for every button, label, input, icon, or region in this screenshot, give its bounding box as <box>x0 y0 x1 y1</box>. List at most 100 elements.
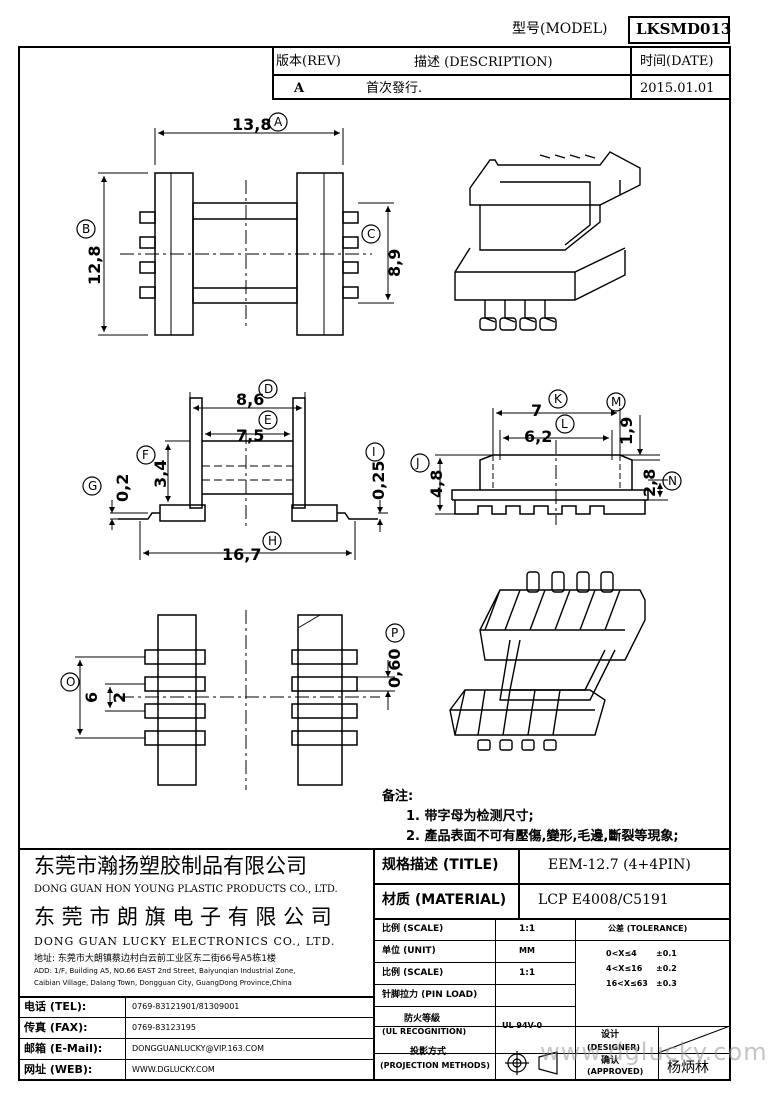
dimension-letter-circles <box>60 112 682 692</box>
isometric-view-bottom <box>449 571 646 751</box>
projection-label-1: 投影方式 <box>410 1047 447 1057</box>
desc-value: 首次發行. <box>366 81 423 96</box>
dim-B-letter: B <box>82 222 90 236</box>
contact-tel-label: 电话 (TEL): <box>24 1000 87 1013</box>
dim-D-value: 8,6 <box>236 390 264 409</box>
dim-F-value: 3,4 <box>151 460 170 488</box>
designer-cell-slash <box>657 1025 731 1054</box>
isometric-view-top <box>454 151 641 331</box>
company-cn-2: 东 莞 市 朗 旗 电 子 有 限 公 司 <box>34 905 332 929</box>
dim-C-value: 8,9 <box>385 249 404 277</box>
dim-N-letter: N <box>668 474 677 488</box>
contact-fax-value: 0769-83123195 <box>132 1023 196 1032</box>
tolerance-label: 公差 (TOLERANCE) <box>608 924 688 933</box>
dim-A-value: 13,8 <box>232 115 271 134</box>
designer-label-1: 设计 <box>601 1030 620 1040</box>
dim-G-letter: G <box>88 479 97 493</box>
title-label: 规格描述 (TITLE) <box>382 857 499 873</box>
company-cn-1: 东莞市瀚扬塑胶制品有限公司 <box>34 854 307 878</box>
approver-name: 杨炳林 <box>667 1060 709 1076</box>
scale2-value: 1:1 <box>519 968 536 978</box>
dim-F-letter: F <box>142 448 149 462</box>
title-block <box>18 848 731 1081</box>
contact-email-value: DONGGUANLUCKY@VIP.163.COM <box>132 1044 265 1053</box>
side-view <box>435 408 668 525</box>
dim-P-value: 0,60 <box>385 649 404 688</box>
model-label: 型号(MODEL) <box>512 21 608 37</box>
dim-O-letter: O <box>66 675 75 689</box>
dim-H-letter: H <box>268 534 277 548</box>
model-value: LKSMD013 <box>636 20 732 38</box>
dim-J-letter: J <box>415 456 420 470</box>
pin-load-label: 针脚拉力 (PIN LOAD) <box>382 990 478 1000</box>
top-view <box>98 128 394 336</box>
dim-L-value: 6,2 <box>524 427 552 446</box>
company-address-en-1: ADD: 1/F, Building A5, NO.66 EAST 2nd St… <box>34 967 296 975</box>
unit-value: MM <box>519 946 535 955</box>
bottom-view <box>75 610 395 790</box>
contact-email-label: 邮箱 (E-Mail): <box>24 1042 103 1055</box>
dim-O-value: 6 <box>82 692 101 703</box>
approved-label-2: (APPROVED) <box>587 1067 644 1076</box>
dim-D-letter: D <box>264 382 273 396</box>
contact-web-label: 网址 (WEB): <box>24 1063 93 1076</box>
model-box <box>628 16 730 44</box>
company-address-en-2: Caibian Village, Dalang Town, Dongguan C… <box>34 979 292 987</box>
fire-label-2: (UL RECOGNITION) <box>382 1027 467 1036</box>
dim-L-letter: L <box>561 417 568 431</box>
dim-K-value: 7 <box>531 401 542 420</box>
notes-line-1: 1. 带字母为检测尺寸; <box>406 809 534 824</box>
dim-pitch-value: 2 <box>110 692 129 703</box>
dim-I-letter: I <box>372 445 376 459</box>
dim-J-value: 4,8 <box>427 470 446 498</box>
title-value: EEM-12.7 (4+4PIN) <box>548 857 691 873</box>
unit-label: 单位 (UNIT) <box>382 946 436 956</box>
dim-E-letter: E <box>264 413 272 427</box>
approved-label-1: 确认 <box>601 1056 620 1066</box>
tol-value-1: ±0.1 <box>656 949 677 958</box>
company-en-1: DONG GUAN HON YOUNG PLASTIC PRODUCTS CO.… <box>34 884 338 895</box>
dim-N-value: 2,8 <box>640 469 659 497</box>
revision-table <box>272 48 730 100</box>
watermark-text: www.dglucky.com <box>540 1038 768 1066</box>
dim-E-value: 7,5 <box>236 426 264 445</box>
designer-label-2: (DESIGNER) <box>587 1043 641 1052</box>
contact-web-value: WWW.DGLUCKY.COM <box>132 1065 215 1074</box>
scale-label: 比例 (SCALE) <box>382 924 444 934</box>
company-en-2: DONG GUAN LUCKY ELECTRONICS CO., LTD. <box>34 935 336 948</box>
tol-range-3: 16<X≤63 <box>606 979 648 988</box>
dim-C-letter: C <box>367 227 375 241</box>
dim-A-letter: A <box>274 115 283 129</box>
dim-G-value: 0,2 <box>113 474 132 502</box>
dim-M-value: 1,9 <box>617 417 636 445</box>
projection-symbol-icon <box>505 1051 558 1075</box>
date-value: 2015.01.01 <box>640 81 715 96</box>
dim-I-value: 0,25 <box>369 461 388 500</box>
dim-B-value: 12,8 <box>85 246 104 285</box>
contact-fax-label: 传真 (FAX): <box>24 1021 88 1034</box>
dim-K-letter: K <box>554 392 563 406</box>
fire-value: UL 94V-0 <box>502 1021 543 1030</box>
projection-label-2: (PROJECTION METHODS) <box>380 1061 490 1070</box>
scale-value: 1:1 <box>519 924 536 934</box>
tol-range-2: 4<X≤16 <box>606 964 643 973</box>
contact-tel-value: 0769-83121901/81309001 <box>132 1002 240 1011</box>
company-address-cn: 地址: 东莞市大朗镇蔡边村白云前工业区东二街66号A5栋1楼 <box>34 954 276 964</box>
tol-range-1: 0<X≤4 <box>606 949 637 958</box>
rev-label: 版本(REV) <box>276 54 341 69</box>
rev-value: A <box>294 81 305 96</box>
notes-title: 备注: <box>382 789 414 804</box>
dim-H-value: 16,7 <box>222 545 261 564</box>
dim-P-letter: P <box>391 626 398 640</box>
technical-drawing: A 13,8 B 12,8 C 8,9 D 8,6 E 7,5 F 3,4 G … <box>60 112 682 790</box>
material-label: 材质 (MATERIAL) <box>382 892 507 908</box>
fire-label-1: 防火等級 <box>404 1014 441 1024</box>
scale2-label: 比例 (SCALE) <box>382 968 444 978</box>
desc-label: 描述 (DESCRIPTION) <box>414 55 553 70</box>
tol-value-3: ±0.3 <box>656 979 677 988</box>
front-view <box>109 392 388 560</box>
tol-value-2: ±0.2 <box>656 964 677 973</box>
dim-M-letter: M <box>611 395 621 409</box>
material-value: LCP E4008/C5191 <box>538 892 669 908</box>
date-label: 时间(DATE) <box>640 54 714 69</box>
